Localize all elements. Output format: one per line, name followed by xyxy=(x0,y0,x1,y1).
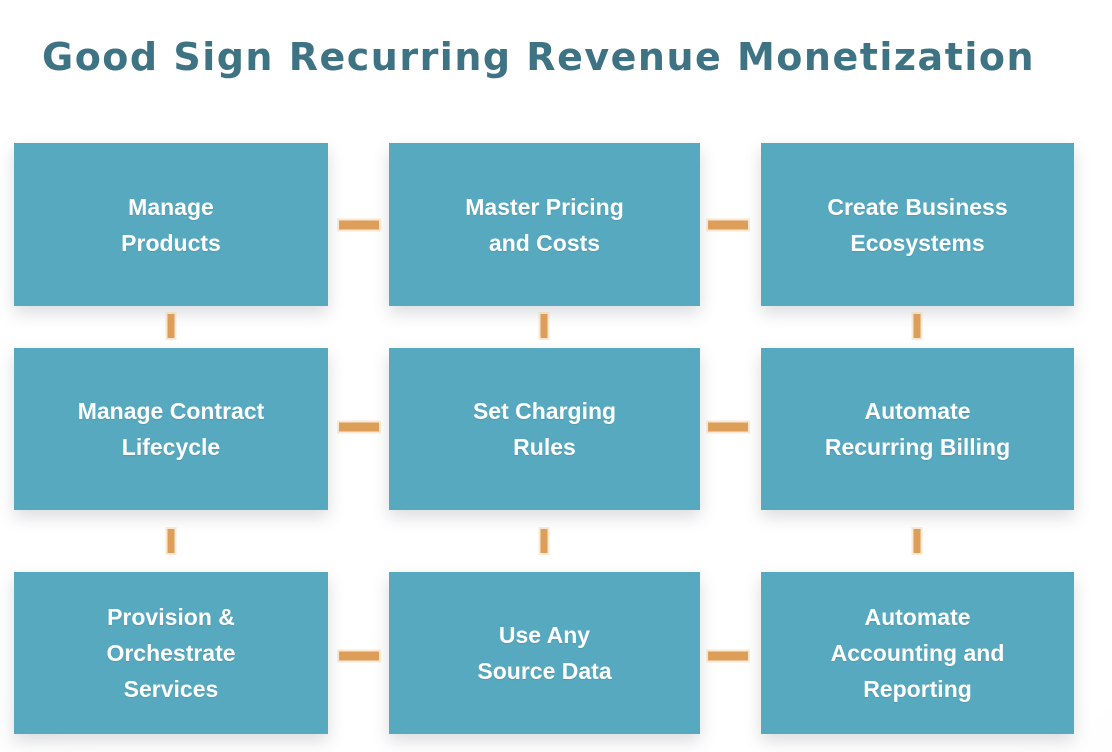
connector-vertical-c2-r2r3 xyxy=(540,529,548,553)
connector-horizontal-r3-c1c2 xyxy=(339,651,379,661)
connector-horizontal-r3-c2c3 xyxy=(708,651,748,661)
box-manage-contract-lifecycle: Manage Contract Lifecycle xyxy=(14,348,328,510)
connector-vertical-c2-r1r2 xyxy=(540,314,548,338)
box-label-provision-orchestrate-services: Provision & Orchestrate Services xyxy=(106,604,236,702)
connector-horizontal-r2-c1c2 xyxy=(339,422,379,432)
connector-vertical-c3-r1r2 xyxy=(913,314,921,338)
box-master-pricing-and-costs: Master Pricing and Costs xyxy=(389,143,700,306)
box-label-set-charging-rules: Set Charging Rules xyxy=(472,398,617,460)
connector-horizontal-r1-c1c2 xyxy=(339,220,379,230)
box-label-automate-recurring-billing: Automate Recurring Billing xyxy=(824,398,1011,460)
connector-vertical-c1-r1r2 xyxy=(167,314,175,338)
box-label-create-business-ecosystems: Create Business Ecosystems xyxy=(827,193,1008,256)
box-automate-recurring-billing: Automate Recurring Billing xyxy=(761,348,1074,510)
box-provision-orchestrate-services: Provision & Orchestrate Services xyxy=(14,572,328,734)
page-title: Good Sign Recurring Revenue Monetization xyxy=(42,35,1036,79)
box-manage-products: Manage Products xyxy=(14,143,328,306)
box-use-any-source-data: Use Any Source Data xyxy=(389,572,700,734)
connector-vertical-c1-r2r3 xyxy=(167,529,175,553)
box-automate-accounting-and-reporting: Automate Accounting and Reporting xyxy=(761,572,1074,734)
box-label-use-any-source-data: Use Any Source Data xyxy=(477,622,612,684)
box-label-automate-accounting-and-reporting: Automate Accounting and Reporting xyxy=(830,604,1005,702)
box-label-manage-products: Manage Products xyxy=(121,193,221,256)
box-create-business-ecosystems: Create Business Ecosystems xyxy=(761,143,1074,306)
box-label-master-pricing-and-costs: Master Pricing and Costs xyxy=(465,193,624,256)
box-label-manage-contract-lifecycle: Manage Contract Lifecycle xyxy=(77,398,265,460)
box-set-charging-rules: Set Charging Rules xyxy=(389,348,700,510)
connector-horizontal-r2-c2c3 xyxy=(708,422,748,432)
connector-horizontal-r1-c2c3 xyxy=(708,220,748,230)
connector-vertical-c3-r2r3 xyxy=(913,529,921,553)
